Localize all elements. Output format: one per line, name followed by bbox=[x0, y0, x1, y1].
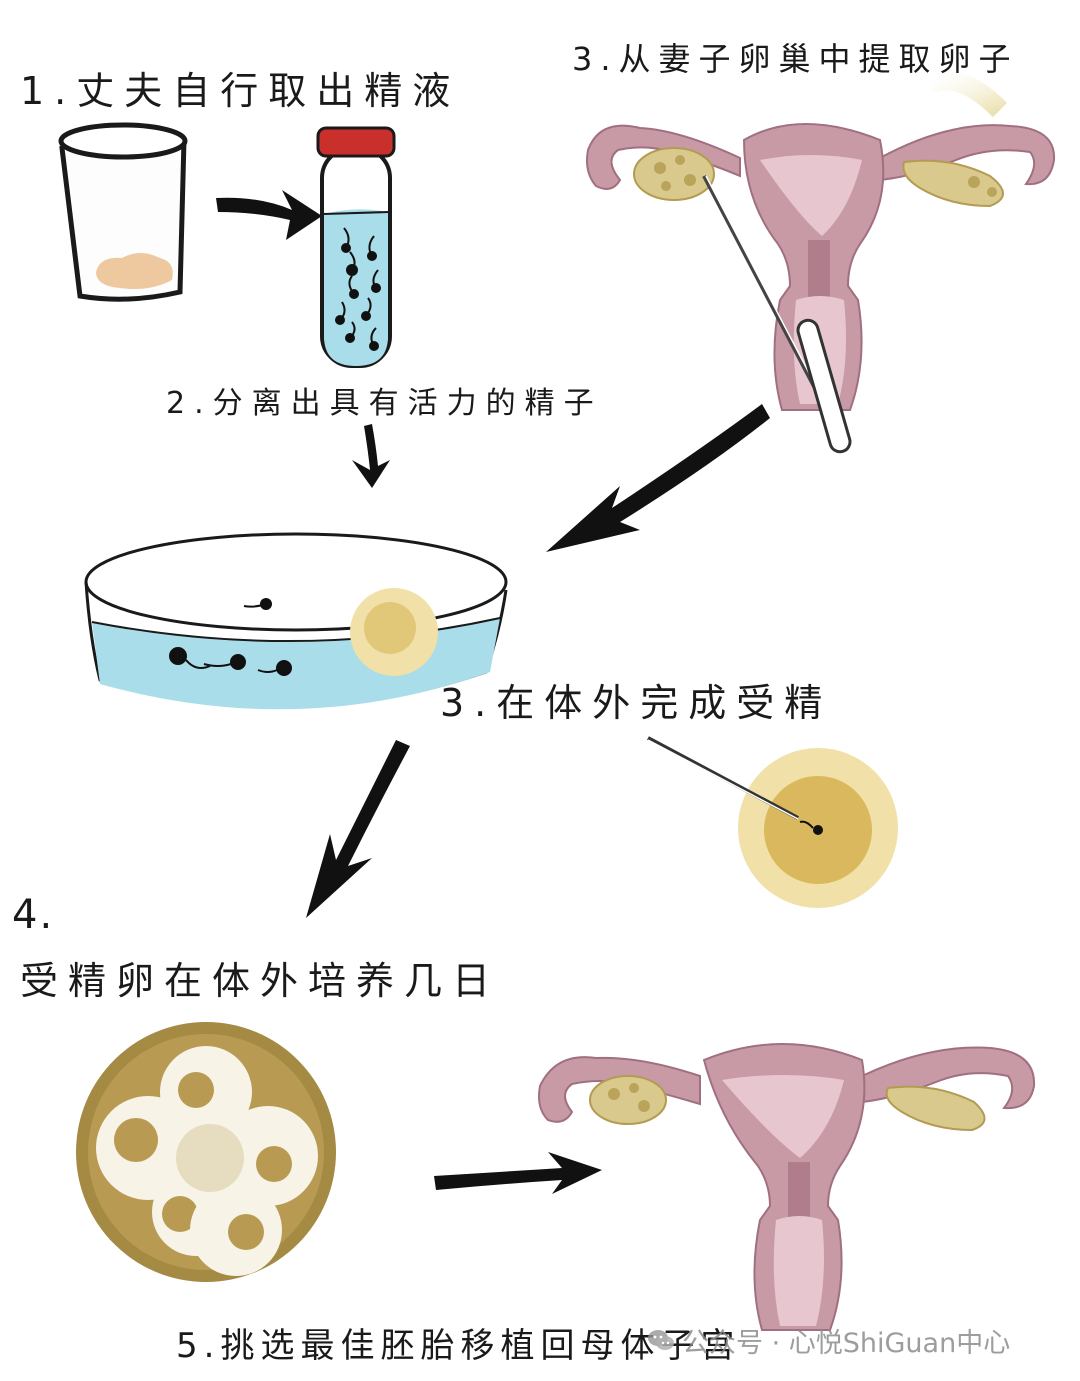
arrow-uterus-to-dish bbox=[546, 404, 770, 552]
cup bbox=[58, 122, 188, 302]
sperm-cluster bbox=[335, 227, 381, 351]
step3-fertilize-label: 3.在体外完成受精 bbox=[440, 681, 833, 725]
step3-retrieve-label: 3.从妻子卵巢中提取卵子 bbox=[572, 40, 1019, 78]
uterus-retrieval bbox=[586, 70, 1056, 454]
tube-cap bbox=[316, 126, 396, 158]
wechat-icon bbox=[648, 1330, 674, 1350]
step5-label: 5.挑选最佳胚胎移植回母体子宫 bbox=[176, 1326, 741, 1366]
ovary-left-2 bbox=[589, 1075, 667, 1125]
arrow-cup-to-tube bbox=[216, 190, 322, 240]
arrow-dish-to-culture bbox=[306, 740, 410, 918]
step1-label: 1.丈夫自行取出精液 bbox=[20, 69, 461, 113]
petri-dish bbox=[84, 532, 508, 710]
arrow-down-to-dish bbox=[352, 424, 390, 488]
ovary-left bbox=[633, 147, 715, 201]
uterus-transfer bbox=[538, 1043, 1036, 1331]
ultrasound-probe bbox=[796, 318, 852, 454]
watermark-text: 公众号 · 心悦ShiGuan中心 bbox=[682, 1327, 1011, 1359]
step4-number: 4. bbox=[12, 892, 55, 938]
injection-pipette bbox=[647, 736, 799, 820]
step4-label: 受精卵在体外培养几日 bbox=[20, 959, 501, 1003]
fertilized-egg bbox=[647, 736, 898, 908]
arrow-culture-to-uterus bbox=[434, 1152, 602, 1194]
semen-sample bbox=[96, 253, 173, 289]
step2-label: 2.分离出具有活力的精子 bbox=[166, 386, 603, 421]
ovary-right bbox=[902, 159, 1004, 208]
embryo-culture bbox=[76, 1022, 336, 1282]
test-tube bbox=[316, 126, 396, 368]
watermark: 公众号 · 心悦ShiGuan中心 bbox=[646, 1318, 1010, 1362]
ovary-right-2 bbox=[885, 1085, 986, 1132]
